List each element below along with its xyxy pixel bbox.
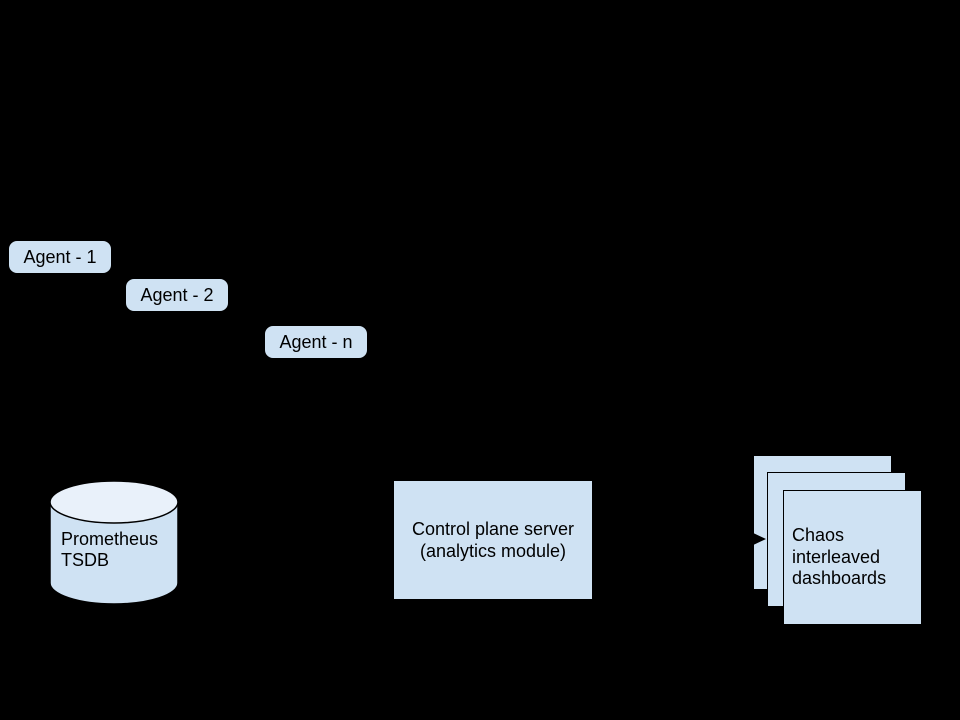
control-plane-server-node: Control plane server (analytics module) [393,480,593,600]
database-cylinder-icon [49,480,179,605]
prometheus-tsdb-node [48,479,180,607]
agent-2-node: Agent - 2 [125,278,229,312]
agent-1-label: Agent - 1 [23,246,97,267]
server-label-line-1: Control plane server [411,519,575,539]
server-label-line-2: (analytics module) [419,541,567,561]
dashboards-label: Chaos interleaved dashboards [792,525,887,588]
agent-1-node: Agent - 1 [8,240,112,274]
agent-n-label: Agent - n [279,331,353,352]
prometheus-tsdb-label: Prometheus TSDB [61,529,159,570]
agent-2-label: Agent - 2 [140,284,214,305]
dashboard-card-front: Chaos interleaved dashboards [783,490,922,625]
agent-n-node: Agent - n [264,325,368,359]
